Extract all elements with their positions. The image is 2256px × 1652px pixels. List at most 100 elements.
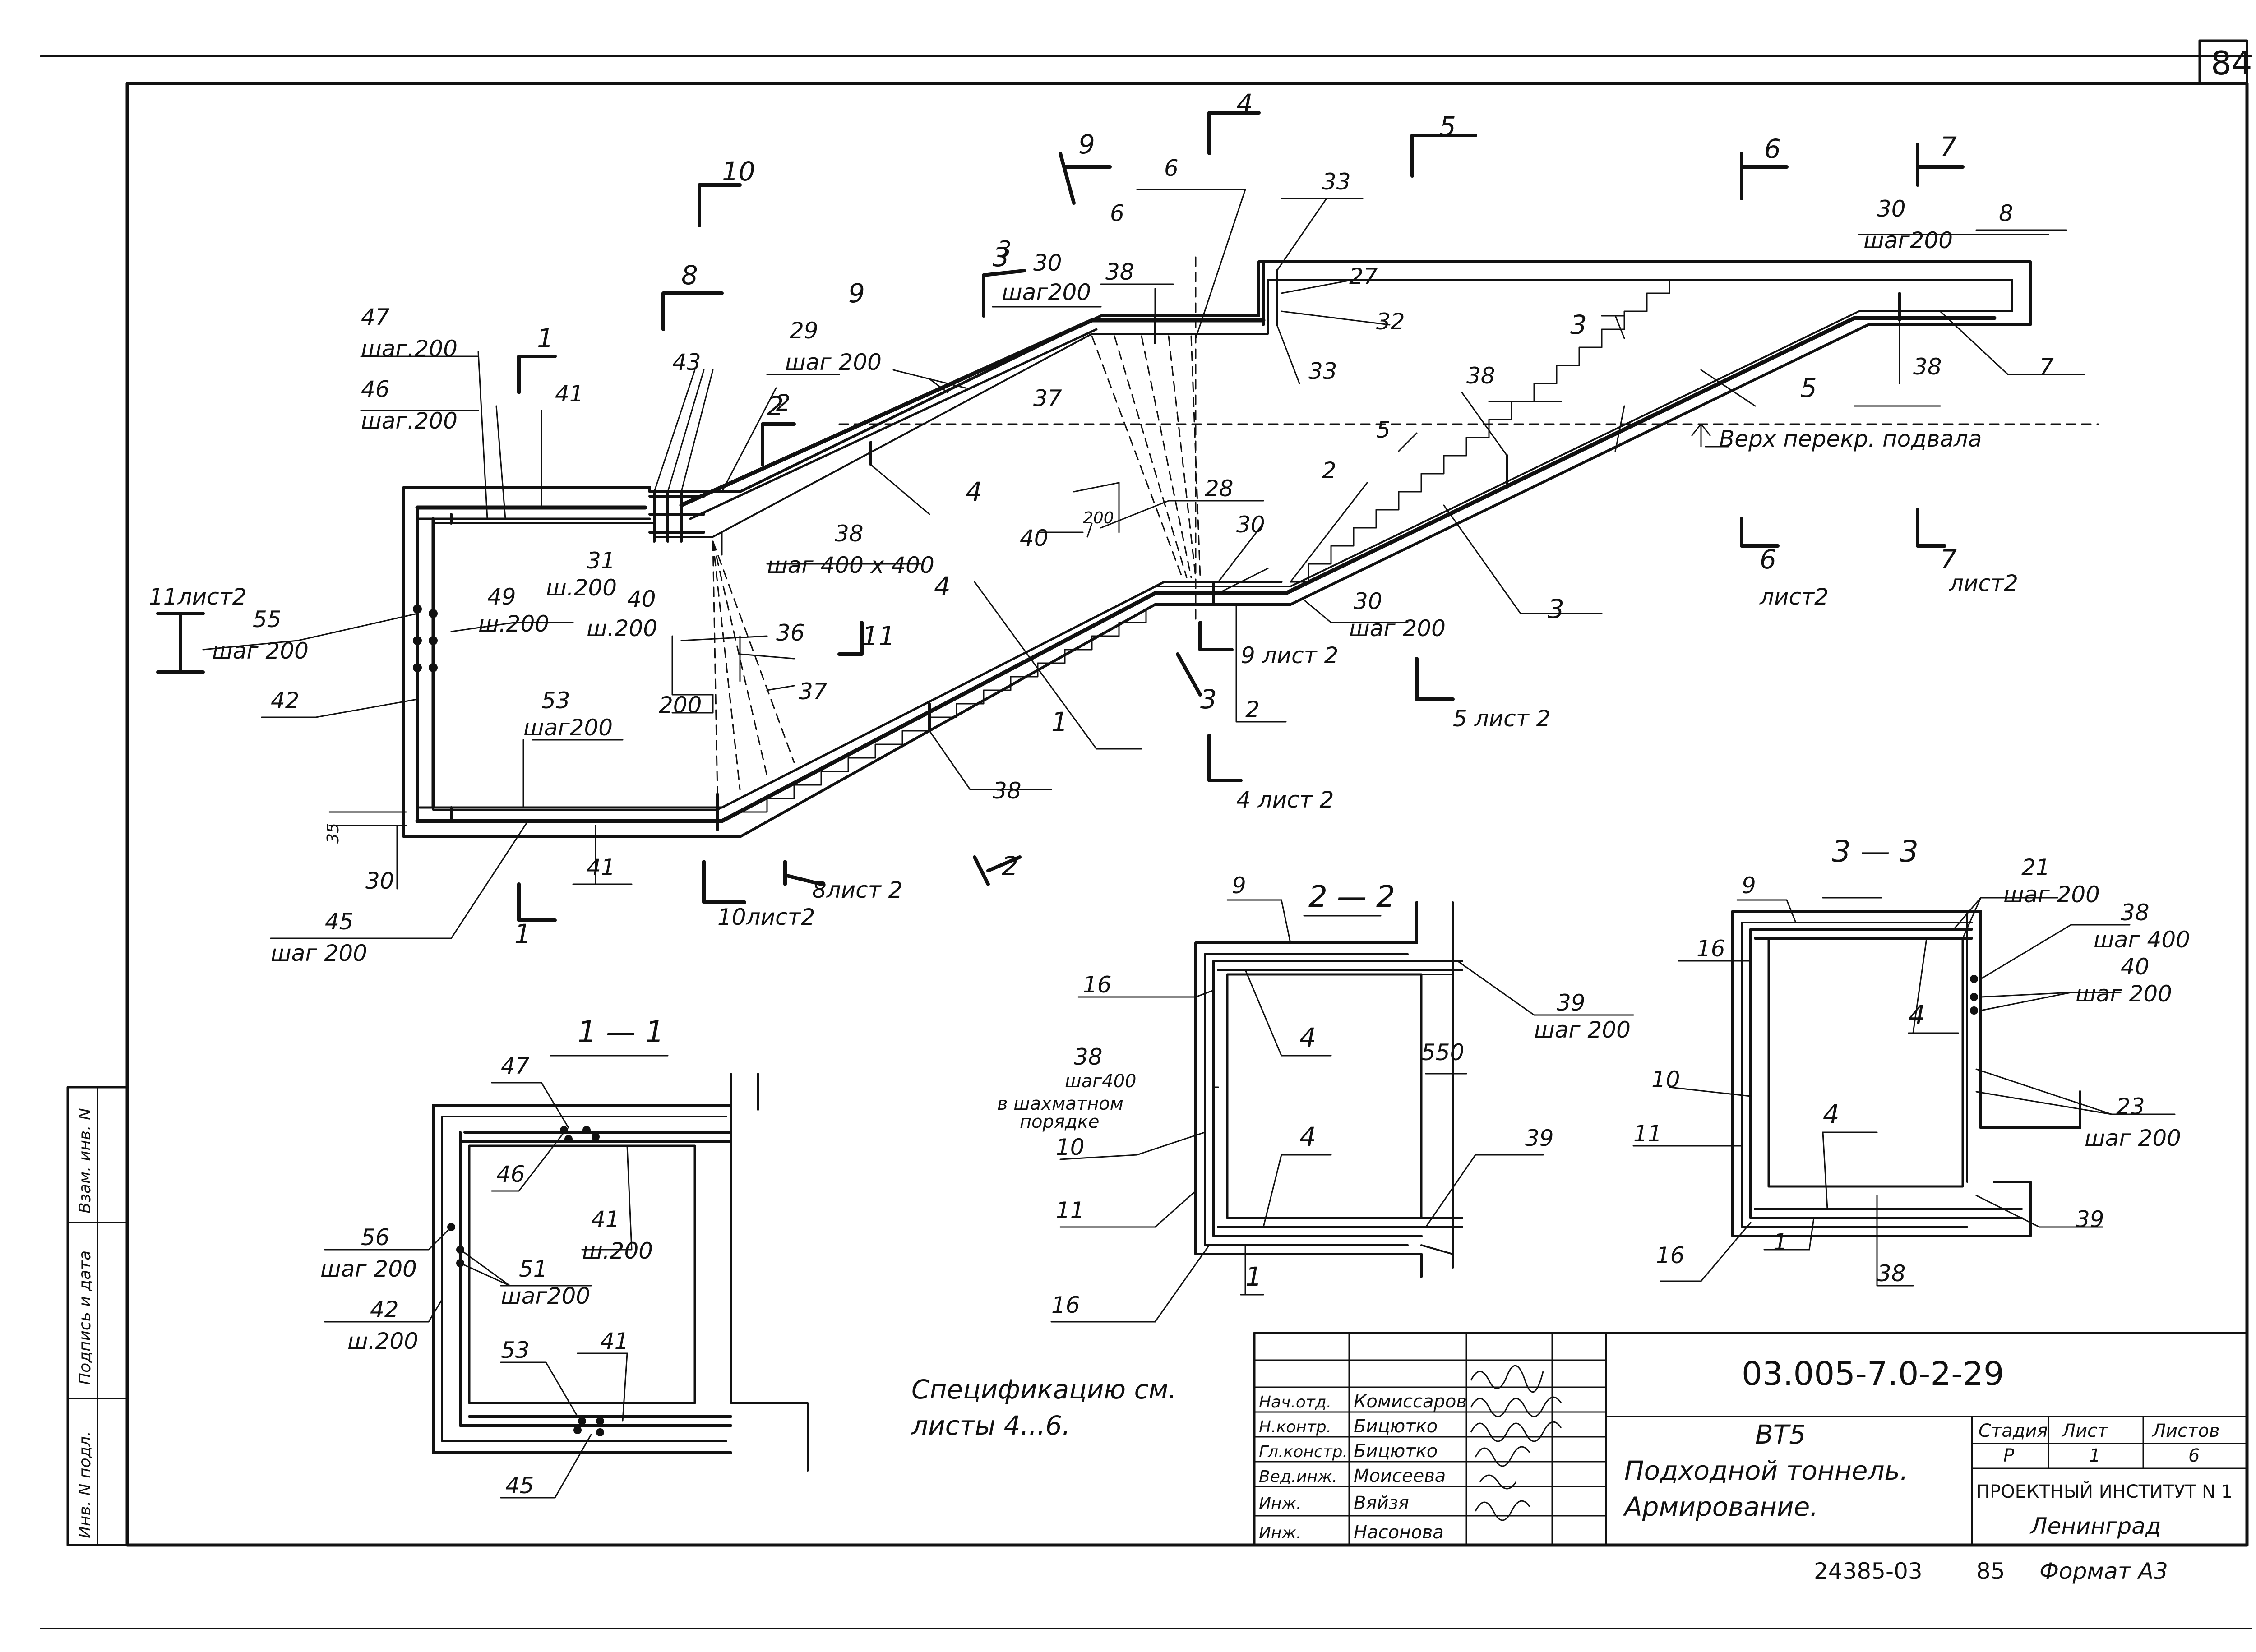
cut-6: 6 (1764, 134, 1781, 164)
s33-label-39: 39 (2076, 1206, 2104, 1232)
section-1-1-title: 1 — 1 (578, 1015, 664, 1049)
label-30c: 30 (1236, 512, 1265, 538)
cut-5: 5 (1439, 111, 1456, 142)
s33-label-9: 9 (1742, 872, 1756, 899)
label-3b: 3 (1570, 309, 1587, 340)
cut-6b: 6 (1760, 544, 1776, 575)
bottom-code: 24385-03 (1814, 1558, 1923, 1584)
label-30b-step: шаг200 (1863, 227, 1953, 254)
label-55: 55 (253, 606, 282, 632)
s33-label-16a: 16 (1697, 936, 1725, 962)
sheet-format: Формат А3 (2039, 1558, 2168, 1584)
label-5a: 5 (1376, 417, 1391, 443)
label-49-step: ш.200 (478, 611, 549, 637)
cut-9b: 9 лист 2 (1241, 642, 1338, 669)
label-5b: 5 (1800, 373, 1817, 403)
side-stamp-labels: Инв. N подл. Подпись и дата Взам. инв. N (76, 1108, 94, 1538)
label-30d-step: шаг 200 (1349, 615, 1446, 641)
section-cut-labels: 10 8 1 2 9 3 4 5 6 7 11лист2 6 лист2 7 л… (149, 88, 2018, 949)
cut-7: 7 (1940, 131, 1957, 162)
s11-label-56-step: шаг 200 (320, 1256, 417, 1282)
s33-label-38b: 38 (1877, 1260, 1906, 1287)
s33-label-16b: 16 (1656, 1242, 1685, 1269)
name-4: Вяйзя (1354, 1493, 1409, 1514)
cut-11: 11 (862, 621, 895, 651)
title-block-text: 03.005-7.0-2-29 ВТ5 Подходной тоннель. А… (1259, 1355, 2233, 1543)
s22-label-39a-step: шаг 200 (1534, 1017, 1631, 1043)
cut-1: 1 (537, 323, 554, 354)
label-37a: 37 (1033, 385, 1062, 411)
s33-label-40: 40 (2121, 954, 2150, 980)
label-47-step: шаг.200 (361, 336, 458, 362)
s22-label-550: 550 (1421, 1039, 1464, 1066)
s22-label-11: 11 (1056, 1197, 1085, 1223)
s11-label-51-step: шаг200 (501, 1283, 590, 1309)
cut-11-left: 11лист2 (149, 584, 247, 610)
org-line1: ПРОЕКТНЫЙ ИНСТИТУТ N 1 (1976, 1481, 2233, 1502)
top-level-note: Верх перекр. подвала (1719, 426, 1982, 452)
role-1: Н.контр. (1259, 1418, 1331, 1436)
s22-label-1: 1 (1245, 1261, 1262, 1292)
label-37b: 37 (799, 678, 828, 705)
label-30e: 30 (365, 868, 394, 894)
section-3-3-labels: 3 — 3 9 21 шаг 200 38 шаг 400 16 4 40 ша… (1633, 834, 2190, 1287)
stamp-inv-podl: Инв. N подл. (76, 1431, 94, 1538)
cut-2b: 2 (1002, 851, 1018, 881)
s11-label-51: 51 (519, 1256, 548, 1282)
s33-label-38: 38 (2121, 900, 2150, 926)
label-7: 7 (2039, 354, 2054, 380)
title-block (1253, 1332, 2248, 1546)
s11-label-46: 46 (496, 1161, 525, 1187)
cut-10: 10 (722, 156, 755, 187)
label-35: 35 (324, 823, 342, 844)
role-5: Инж. (1259, 1524, 1301, 1542)
label-200a: 200 (1083, 509, 1114, 527)
s11-label-41a-step: ш.200 (582, 1238, 653, 1264)
name-1: Бицютко (1354, 1416, 1438, 1437)
s22-label-38-order: порядке (1020, 1112, 1100, 1132)
cut-6b-sheet: лист2 (1759, 584, 1829, 610)
stamp-podpis: Подпись и дата (76, 1251, 94, 1385)
label-32: 32 (1376, 309, 1405, 335)
cut-4b: 4 лист 2 (1236, 787, 1334, 813)
label-38a: 38 (1105, 259, 1134, 285)
cut-9: 9 (1078, 129, 1095, 160)
s11-label-47: 47 (501, 1053, 530, 1079)
s11-label-41a: 41 (591, 1206, 620, 1232)
label-46: 46 (361, 376, 390, 402)
label-3a: 3 (997, 236, 1012, 263)
cut-7b: 7 (1940, 544, 1957, 575)
cut-3b: 3 (1200, 684, 1217, 715)
main-view-labels: 47 шаг.200 46 шаг.200 41 43 29 шаг 200 9… (212, 155, 2054, 966)
label-47: 47 (361, 304, 390, 330)
label-43: 43 (672, 349, 701, 375)
s11-label-41b: 41 (600, 1328, 629, 1354)
section-1-1-drawing (324, 1055, 809, 1499)
name-0: Комиссаров (1354, 1391, 1467, 1412)
label-41a: 41 (555, 381, 584, 407)
cut-8: 8 (681, 260, 698, 291)
label-3c: 3 (1548, 594, 1564, 624)
label-33b: 33 (1308, 358, 1337, 384)
label-53: 53 (541, 688, 570, 714)
label-49: 49 (487, 584, 516, 610)
sheet-notes: 84 Спецификацию см. листы 4...6. 24385-0… (911, 44, 2252, 1584)
s11-label-42: 42 (370, 1297, 399, 1323)
s22-label-4b: 4 (1299, 1121, 1316, 1152)
stage-value: Р (2003, 1445, 2015, 1466)
label-6-top: 6 (1164, 155, 1179, 181)
label-41b: 41 (587, 854, 615, 881)
signatures (1470, 1365, 1562, 1521)
label-38c: 38 (1466, 363, 1495, 389)
s33-label-21-step: шаг 200 (2003, 881, 2100, 908)
s22-label-16a: 16 (1083, 972, 1112, 998)
label-53-step: шаг200 (523, 715, 613, 741)
section-2-2-drawing (1050, 899, 1634, 1323)
label-33a: 33 (1322, 169, 1351, 195)
role-3: Вед.инж. (1259, 1467, 1337, 1486)
cut-3: 3 (993, 242, 1009, 272)
name-5: Насонова (1354, 1522, 1444, 1543)
section-1-1-labels: 1 — 1 47 46 41 ш.200 56 шаг 200 51 шаг20… (320, 1015, 664, 1499)
s33-label-10: 10 (1651, 1066, 1680, 1093)
org-line2: Ленинград (2029, 1513, 2161, 1539)
